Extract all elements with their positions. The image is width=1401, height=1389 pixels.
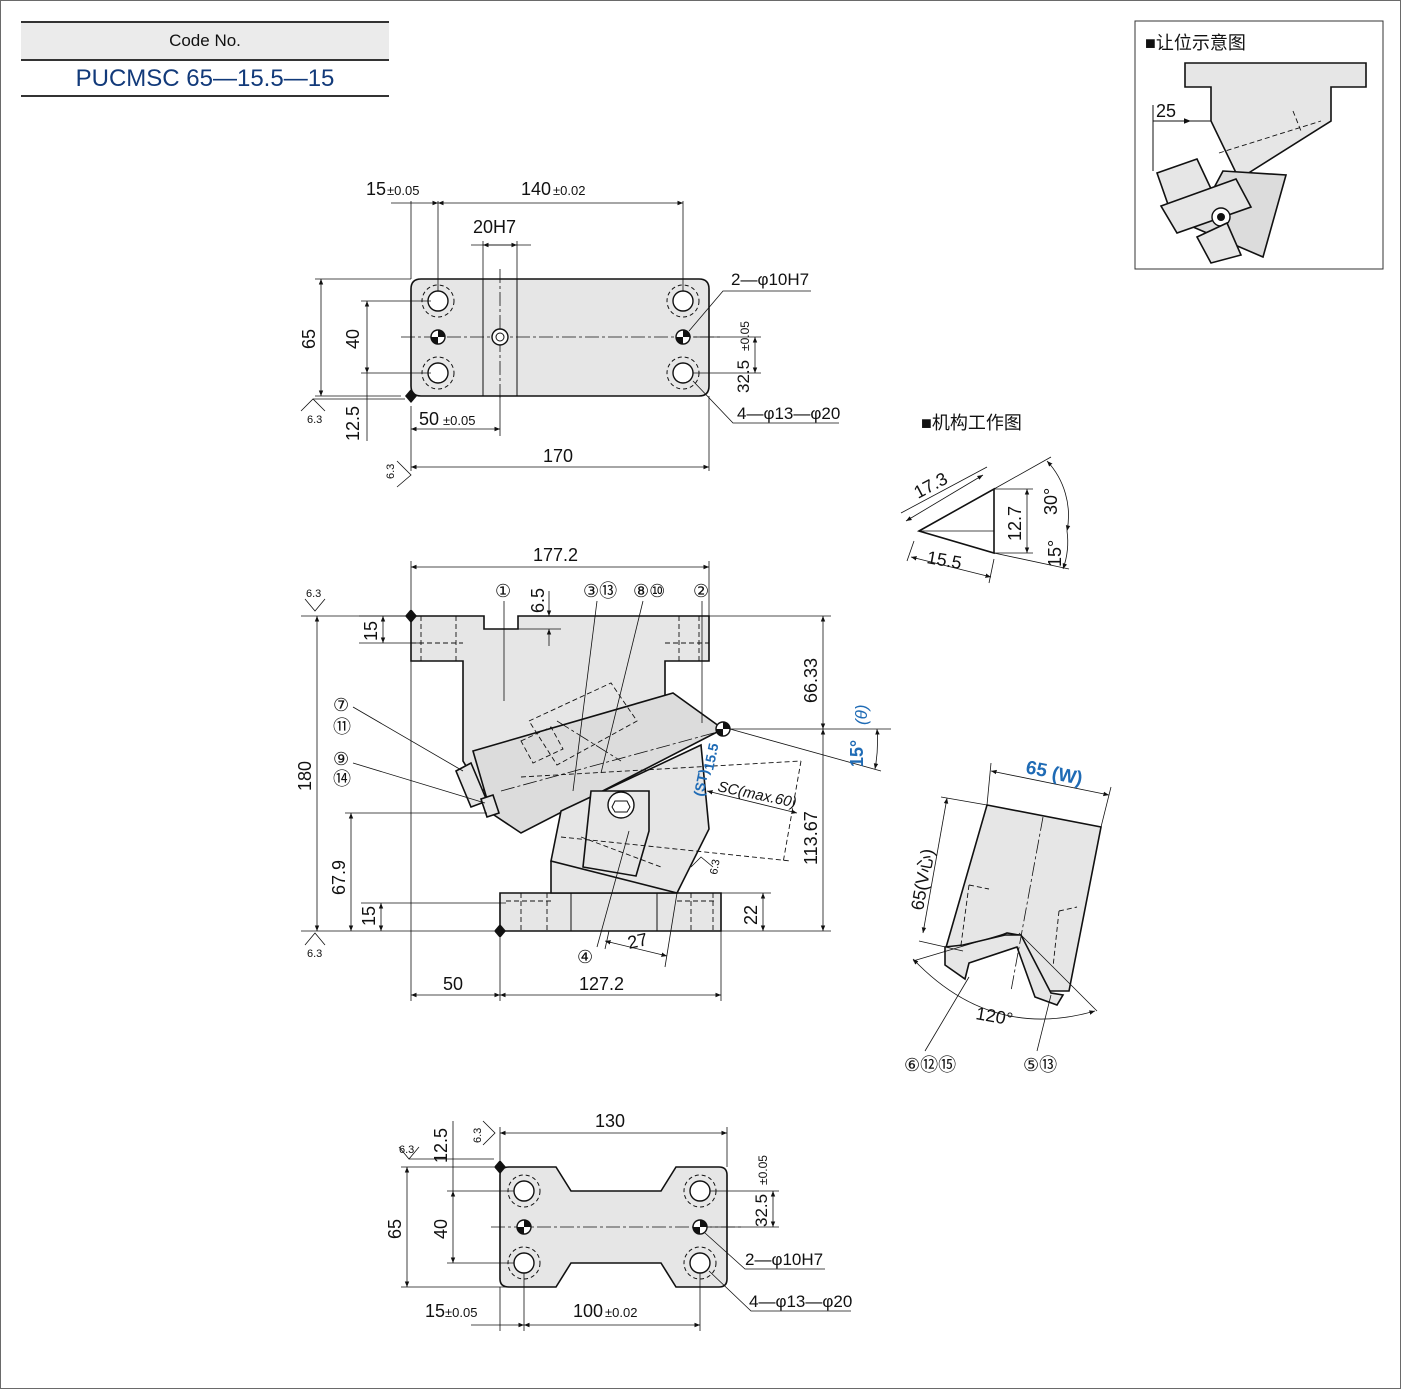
top-tol-140: ±0.02 (553, 183, 585, 198)
bottom-dim-12-5: 12.5 (431, 1128, 451, 1163)
bottom-dim-32-5: 32.5 (752, 1194, 771, 1227)
front-angle-theta: (θ) (852, 704, 871, 725)
top-tol-15: ±0.05 (387, 183, 419, 198)
front-dim-27: 27 (626, 929, 650, 953)
balloon-3-13: ③⑬ (583, 581, 617, 601)
balloon-9: ⑨ (333, 749, 349, 769)
balloon-5-13: ⑤⑬ (1023, 1055, 1057, 1075)
balloon-2: ② (693, 581, 709, 601)
top-hole-callout-2: 4—φ13—φ20 (737, 404, 840, 423)
code-number-box: Code No. PUCMSC 65—15.5—15 (21, 21, 389, 97)
top-dim-32-5: 32.5 (734, 360, 753, 393)
front-angle-15: 15° (847, 740, 867, 767)
inset-title: ■让位示意图 (1145, 33, 1246, 53)
balloon-6-12-15: ⑥⑫⑮ (904, 1055, 956, 1075)
top-tol-32-5: ±0.05 (738, 321, 752, 351)
top-dim-140: 140 (521, 179, 551, 199)
balloon-4: ④ (577, 947, 593, 967)
top-view-holes (421, 284, 700, 390)
balloon-8-10: ⑧⑩ (633, 581, 665, 601)
bottom-hole-callout-1: 2—φ10H7 (745, 1250, 823, 1269)
bottom-rough-2: 6.3 (472, 1128, 484, 1143)
front-rough-3: 6.3 (708, 858, 722, 875)
code-label: Code No. (21, 21, 389, 61)
bottom-dim-100: 100 (573, 1301, 603, 1321)
front-dim-15-bottom: 15 (359, 906, 379, 926)
bottom-hole-callout-2: 4—φ13—φ20 (749, 1292, 852, 1311)
bottom-tol-100: ±0.02 (605, 1305, 637, 1320)
mechanism-title: ■机构工作图 (921, 413, 1022, 433)
side-height-label: 65(V心) (907, 847, 937, 912)
side-width-value: 65 (1024, 757, 1049, 782)
bottom-tol-15: ±0.05 (445, 1305, 477, 1320)
front-rough-2: 6.3 (307, 948, 322, 960)
top-rough-1: 6.3 (307, 414, 322, 426)
front-dim-127-2: 127.2 (579, 974, 624, 994)
front-dim-22: 22 (741, 905, 761, 925)
bottom-dim-65: 65 (385, 1219, 405, 1239)
top-rough-2: 6.3 (385, 464, 397, 479)
bottom-dim-40: 40 (431, 1219, 451, 1239)
bottom-tol-32-5: ±0.05 (756, 1155, 770, 1185)
side-angle-120: 120° (974, 1003, 1014, 1029)
top-dim-170: 170 (543, 446, 573, 466)
balloon-11: ⑪ (333, 717, 351, 737)
bottom-dim-15: 15 (425, 1301, 445, 1321)
code-value: PUCMSC 65—15.5—15 (21, 61, 389, 97)
front-dim-15-top: 15 (361, 621, 381, 641)
inset-dim-25: 25 (1156, 101, 1176, 121)
top-dim-65: 65 (299, 329, 319, 349)
mech-dim-12-7: 12.7 (1005, 506, 1025, 541)
top-dim-40: 40 (343, 329, 363, 349)
top-dim-15: 15 (366, 179, 386, 199)
top-tol-50: ±0.05 (443, 413, 475, 428)
front-sc-label: SC(max.60) (716, 778, 798, 811)
front-dim-50: 50 (443, 974, 463, 994)
top-view: 15 ±0.05 140 ±0.02 20H7 65 40 12.5 50 ±0… (299, 179, 840, 488)
mech-angle-30: 30° (1041, 488, 1061, 515)
front-dim-113-67: 113.67 (801, 811, 821, 865)
side-width-symbol: (W) (1050, 763, 1084, 789)
top-dim-12-5: 12.5 (343, 406, 363, 441)
front-dim-66-33: 66.33 (801, 658, 821, 703)
front-dim-6-5: 6.5 (528, 588, 548, 613)
front-rough-1: 6.3 (306, 588, 321, 600)
balloon-1: ① (495, 581, 511, 601)
front-dim-177-2: 177.2 (533, 545, 578, 565)
front-stroke-label: (ST) (690, 768, 711, 798)
inset-clearance-diagram: ■让位示意图 25 (1134, 20, 1384, 270)
mech-angle-15: 15° (1045, 540, 1065, 567)
bottom-rough-1: 6.3 (399, 1144, 414, 1156)
front-dim-67-9: 67.9 (329, 860, 349, 895)
front-dim-180: 180 (295, 761, 315, 791)
top-dim-50: 50 (419, 409, 439, 429)
mech-dim-15-5: 15.5 (925, 547, 963, 573)
front-view: 177.2 6.5 15 180 67.9 15 50 127. (295, 545, 891, 1001)
bottom-dim-130: 130 (595, 1111, 625, 1131)
balloon-14: ⑭ (333, 769, 351, 789)
balloon-7: ⑦ (333, 695, 349, 715)
bottom-view: 130 65 40 12.5 32.5 ±0.05 2—φ10H7 4—φ13—… (385, 1111, 852, 1331)
side-view: 65 (W) 65(V心) 120° ⑥⑫⑮ ⑤⑬ (904, 757, 1112, 1075)
front-stroke-value: 15.5 (700, 741, 721, 771)
mechanism-diagram: ■机构工作图 17.3 12.7 15.5 30° 15° (900, 413, 1071, 584)
top-hole-callout-1: 2—φ10H7 (731, 270, 809, 289)
top-dim-20h7: 20H7 (473, 217, 516, 237)
